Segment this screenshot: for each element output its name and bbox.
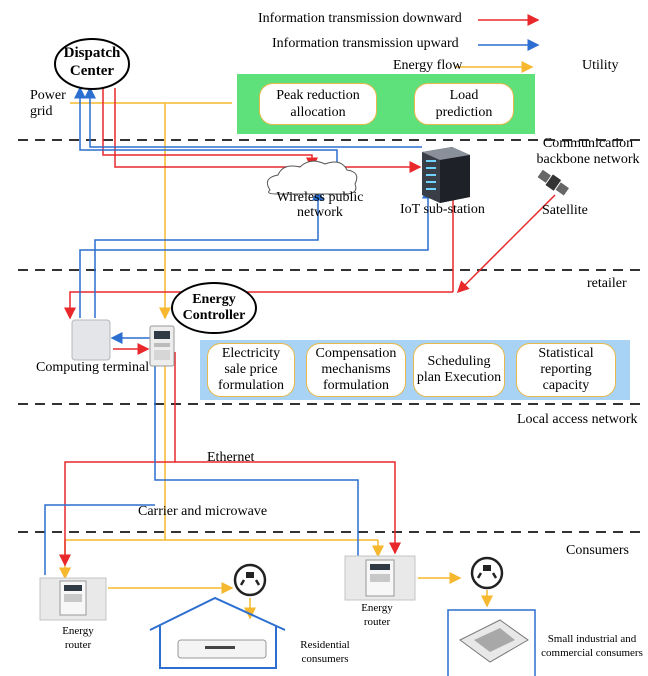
layer-label-consumers: Consumers xyxy=(566,543,629,558)
energy-router-left-label: Energy router xyxy=(62,625,94,651)
legend-upward-label: Information transmission upward xyxy=(272,36,459,51)
meter-icon xyxy=(149,325,175,367)
downward-lines xyxy=(59,88,556,567)
legend-downward-label: Information transmission downward xyxy=(258,11,462,26)
server-icon xyxy=(422,147,470,203)
retailer-function-box: Compensation mechanisms formulation xyxy=(306,343,406,397)
retailer-function-box: Electricity sale price formulation xyxy=(207,343,295,397)
meter-icon xyxy=(344,555,416,601)
satellite-icon xyxy=(537,169,569,196)
industrial-box xyxy=(447,609,536,676)
terminal-icon xyxy=(71,319,111,361)
ethernet-label: Ethernet xyxy=(207,450,255,465)
socket-icon xyxy=(470,556,504,590)
energy-controller-label: Energy Controller xyxy=(182,292,246,323)
legend-energy-label: Energy flow xyxy=(393,58,463,73)
layer-label-local: Local access network xyxy=(517,412,638,427)
cloud-icon xyxy=(266,160,358,195)
layer-separators xyxy=(18,139,640,533)
upward-lines xyxy=(44,86,434,575)
air-conditioner-icon xyxy=(177,639,267,659)
wireless-network-label: Wireless public network xyxy=(276,190,364,220)
air-conditioner-icon xyxy=(459,619,529,663)
utility-function-box: Load prediction xyxy=(414,83,514,125)
dispatch-center-ellipse xyxy=(54,38,130,90)
computing-terminal-label: Computing terminal xyxy=(36,360,150,375)
energy-controller-ellipse xyxy=(171,282,257,334)
carrier-microwave-label: Carrier and microwave xyxy=(138,504,268,519)
dispatch-center-label: Dispatch Center xyxy=(63,45,121,79)
layer-label-utility: Utility xyxy=(582,58,619,73)
industrial-consumers-label: Small industrial and commercial consumer… xyxy=(541,633,643,659)
satellite-label: Satellite xyxy=(542,203,588,218)
layer-label-backbone: Communication backbone network xyxy=(536,136,640,167)
utility-function-box: Peak reduction allocation xyxy=(259,83,377,125)
retailer-function-box: Statistical reporting capacity xyxy=(516,343,616,397)
power-grid-label: Power grid xyxy=(30,88,66,119)
retailer-function-box: Scheduling plan Execution xyxy=(413,343,505,397)
energy-router-right-label: Energy router xyxy=(361,602,393,628)
meter-icon xyxy=(39,577,107,621)
residential-consumers-label: Residential consumers xyxy=(300,639,350,665)
layer-label-retailer: retailer xyxy=(587,276,627,291)
house-icon xyxy=(149,596,286,669)
iot-substation-label: IoT sub-station xyxy=(400,202,485,217)
socket-icon xyxy=(233,563,267,597)
